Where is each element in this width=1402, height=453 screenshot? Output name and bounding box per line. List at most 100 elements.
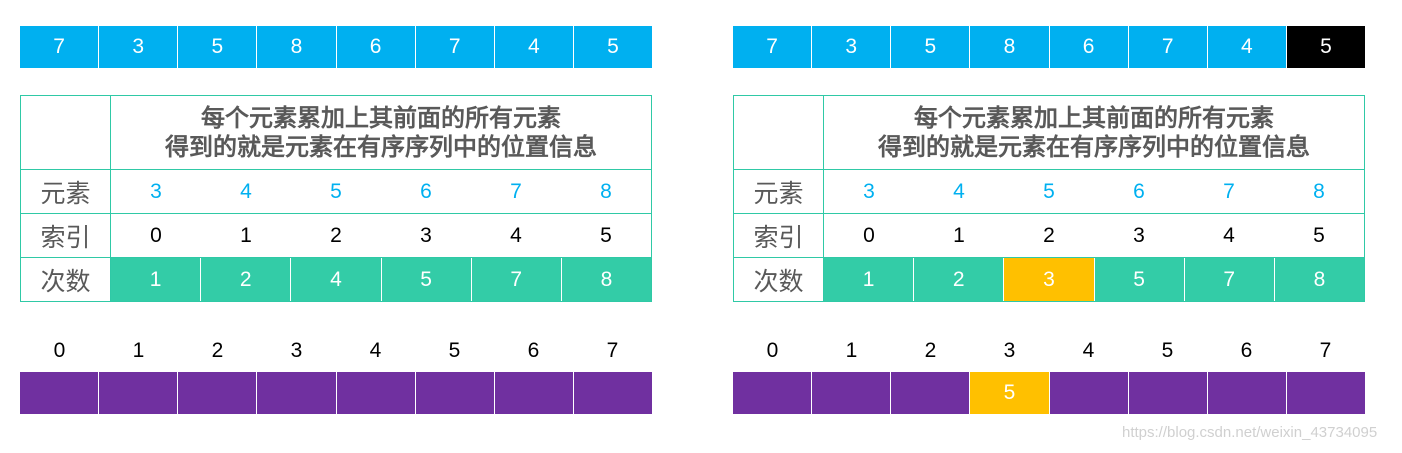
counts-row: 次数 1 2 3 5 7 8 [734,258,1365,301]
index-value: 5 [1313,223,1325,247]
watermark: https://blog.csdn.net/weixin_43734095 [1122,424,1378,441]
count-value: 4 [291,258,382,301]
row-label: 元素 [734,170,824,213]
output-index-labels: 0 1 2 3 4 5 6 7 [20,336,652,366]
input-array: 7 3 5 8 6 7 4 5 [20,26,652,68]
input-cell: 7 [415,26,495,68]
left-panel: 7 3 5 8 6 7 4 5 每个元素累加上其前面的所有元素 得到的就是元素在… [20,0,652,453]
output-index-labels: 0 1 2 3 4 5 6 7 [733,336,1365,366]
title-line-1: 每个元素累加上其前面的所有元素 [201,104,561,132]
input-cell: 6 [336,26,416,68]
index-value: 0 [150,223,162,247]
table-title: 每个元素累加上其前面的所有元素 得到的就是元素在有序序列中的位置信息 [824,96,1364,169]
count-table: 每个元素累加上其前面的所有元素 得到的就是元素在有序序列中的位置信息 元素 3 … [20,95,652,302]
element-value: 6 [1133,179,1145,203]
index-value: 2 [330,223,342,247]
input-cell: 8 [257,26,337,68]
placed-output-cell: 5 [970,372,1050,414]
index-value: 0 [863,223,875,247]
output-index: 6 [527,339,540,362]
input-cell: 5 [178,26,258,68]
output-index: 2 [211,339,224,362]
output-cell [178,372,258,414]
indices-row: 索引 0 1 2 3 4 5 [21,214,651,258]
output-cell [812,372,892,414]
output-cell [1128,372,1208,414]
output-cell [415,372,495,414]
index-value: 4 [1223,223,1235,247]
input-array: 7 3 5 8 6 7 4 5 [733,26,1365,68]
element-value: 4 [240,179,252,203]
element-value: 8 [600,179,612,203]
row-label: 次数 [21,258,111,301]
corner-cell [21,96,111,169]
right-panel: 7 3 5 8 6 7 4 5 每个元素累加上其前面的所有元素 得到的就是元素在… [733,0,1365,453]
input-cell: 7 [20,26,100,68]
output-index: 0 [53,339,66,362]
title-line-1: 每个元素累加上其前面的所有元素 [914,104,1274,132]
input-cell: 3 [812,26,892,68]
output-index: 2 [924,339,937,362]
input-cell: 3 [99,26,179,68]
highlighted-count-value: 3 [1004,258,1095,301]
row-label: 索引 [21,214,111,257]
input-cell: 6 [1049,26,1129,68]
output-cell [494,372,574,414]
counts-row: 次数 1 2 4 5 7 8 [21,258,652,301]
output-cell [20,372,100,414]
element-value: 3 [150,179,162,203]
count-value: 1 [824,258,915,301]
current-input-cell: 5 [1286,26,1365,68]
output-index: 3 [1003,339,1016,362]
output-index: 7 [606,339,619,362]
output-index: 1 [845,339,858,362]
title-line-2: 得到的就是元素在有序序列中的位置信息 [165,133,597,161]
output-cell [573,372,652,414]
table-title: 每个元素累加上其前面的所有元素 得到的就是元素在有序序列中的位置信息 [111,96,651,169]
input-cell: 5 [573,26,652,68]
output-cell [891,372,971,414]
output-index: 7 [1319,339,1332,362]
indices-row: 索引 0 1 2 3 4 5 [734,214,1364,258]
input-cell: 4 [1207,26,1287,68]
output-cell [1049,372,1129,414]
index-value: 2 [1043,223,1055,247]
element-value: 4 [953,179,965,203]
input-cell: 5 [891,26,971,68]
elements-row: 元素 3 4 5 6 7 8 [734,170,1364,214]
count-value: 1 [111,258,202,301]
row-label: 索引 [734,214,824,257]
output-index: 6 [1240,339,1253,362]
output-index: 4 [369,339,382,362]
count-value: 5 [381,258,472,301]
element-value: 7 [1223,179,1235,203]
input-cell: 7 [1128,26,1208,68]
element-value: 5 [1043,179,1055,203]
index-value: 1 [953,223,965,247]
output-cell [99,372,179,414]
count-value: 7 [1184,258,1275,301]
index-value: 3 [420,223,432,247]
table-header-row: 每个元素累加上其前面的所有元素 得到的就是元素在有序序列中的位置信息 [734,96,1364,170]
input-cell: 4 [494,26,574,68]
index-value: 4 [510,223,522,247]
output-index: 5 [1161,339,1174,362]
index-value: 1 [240,223,252,247]
row-label: 次数 [734,258,824,301]
corner-cell [734,96,824,169]
output-index: 0 [766,339,779,362]
count-value: 2 [201,258,292,301]
output-index: 5 [448,339,461,362]
output-index: 3 [290,339,303,362]
count-value: 2 [914,258,1005,301]
output-cell [1207,372,1287,414]
output-cell [733,372,813,414]
input-cell: 8 [970,26,1050,68]
element-value: 8 [1313,179,1325,203]
table-header-row: 每个元素累加上其前面的所有元素 得到的就是元素在有序序列中的位置信息 [21,96,651,170]
output-array: 5 [733,372,1365,414]
title-line-2: 得到的就是元素在有序序列中的位置信息 [878,133,1310,161]
count-value: 8 [561,258,652,301]
output-array [20,372,652,414]
elements-row: 元素 3 4 5 6 7 8 [21,170,651,214]
